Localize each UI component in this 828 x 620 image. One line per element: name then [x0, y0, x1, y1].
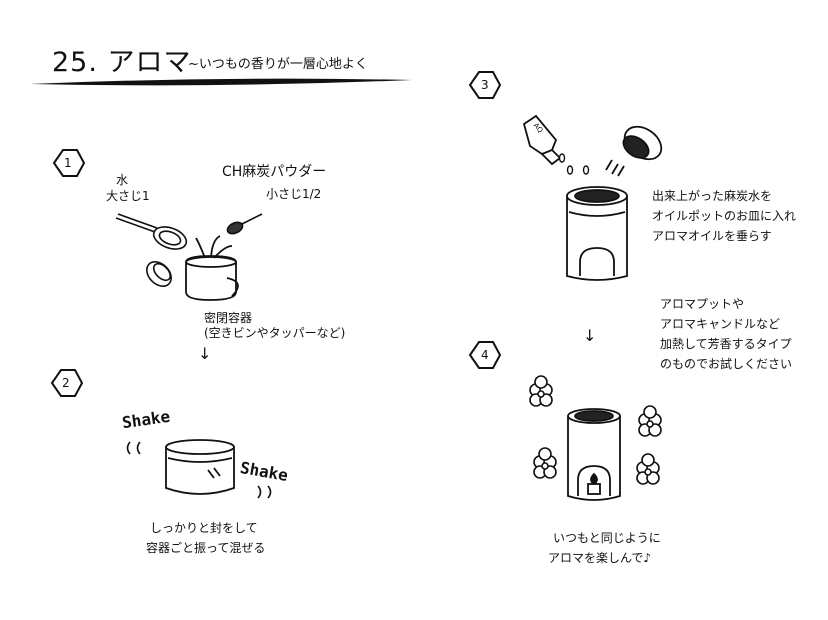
sealed-container-icon — [185, 235, 239, 301]
step-4-instruction-1: いつもと同じように — [553, 531, 661, 545]
step-2-badge — [50, 369, 84, 397]
container-lid-icon — [146, 261, 172, 287]
drip-drops — [558, 153, 590, 175]
page-title: 25. アロマ — [52, 47, 192, 78]
arrow-down-2: ↓ — [583, 326, 597, 345]
step-4-note-4: のものでお試しください — [660, 357, 793, 371]
container-label: 密閉容器 — [204, 311, 253, 325]
powder-amount: 小さじ1/2 — [266, 187, 322, 201]
water-amount: 大さじ1 — [106, 189, 150, 203]
flower-icon — [636, 453, 660, 485]
step-4-instruction-2: アロマを楽しんで♪ — [548, 551, 652, 565]
title-underline — [30, 78, 412, 86]
flower-icon — [638, 405, 662, 437]
flower-icon — [533, 447, 557, 479]
oil-pot-icon — [566, 186, 628, 281]
step-4-note-2: アロマキャンドルなど — [660, 317, 781, 331]
oil-pot-candle-icon — [567, 408, 621, 501]
step-1-number: 1 — [64, 156, 72, 170]
shake-motion-marks — [126, 441, 272, 499]
water-label: 水 — [116, 173, 129, 187]
teaspoon-icon — [226, 213, 263, 235]
step-2-instruction-1: しっかりと封をして — [150, 521, 258, 535]
tablespoon-icon — [115, 213, 188, 250]
flower-icon — [529, 375, 553, 407]
step-3-instruction-1: 出来上がった麻炭水を — [652, 189, 773, 203]
shaken-container-icon — [165, 439, 235, 495]
page-subtitle: ~いつもの香りが一層心地よく — [188, 57, 368, 72]
step-2-instruction-2: 容器ごと振って混ぜる — [146, 541, 266, 555]
step-1-badge — [52, 149, 86, 177]
step-4-note-1: アロマプットや — [660, 297, 745, 311]
step-3-instruction-2: オイルポットのお皿に入れ — [652, 209, 797, 223]
step-2-number: 2 — [62, 376, 70, 390]
powder-label: CH麻炭パウダー — [222, 164, 327, 180]
step-3-badge — [468, 71, 502, 99]
water-bottle-icon — [522, 114, 562, 166]
step-4-number: 4 — [481, 348, 489, 362]
step-3-number: 3 — [481, 78, 489, 92]
oil-cup-icon — [605, 125, 663, 177]
arrow-down-1: ↓ — [198, 344, 212, 363]
step-4-note-3: 加熱して芳香するタイプ — [660, 337, 792, 351]
step-3-instruction-3: アロマオイルを垂らす — [652, 229, 772, 243]
step-4-badge — [468, 341, 502, 369]
container-note: (空きビンやタッパーなど) — [204, 326, 346, 340]
